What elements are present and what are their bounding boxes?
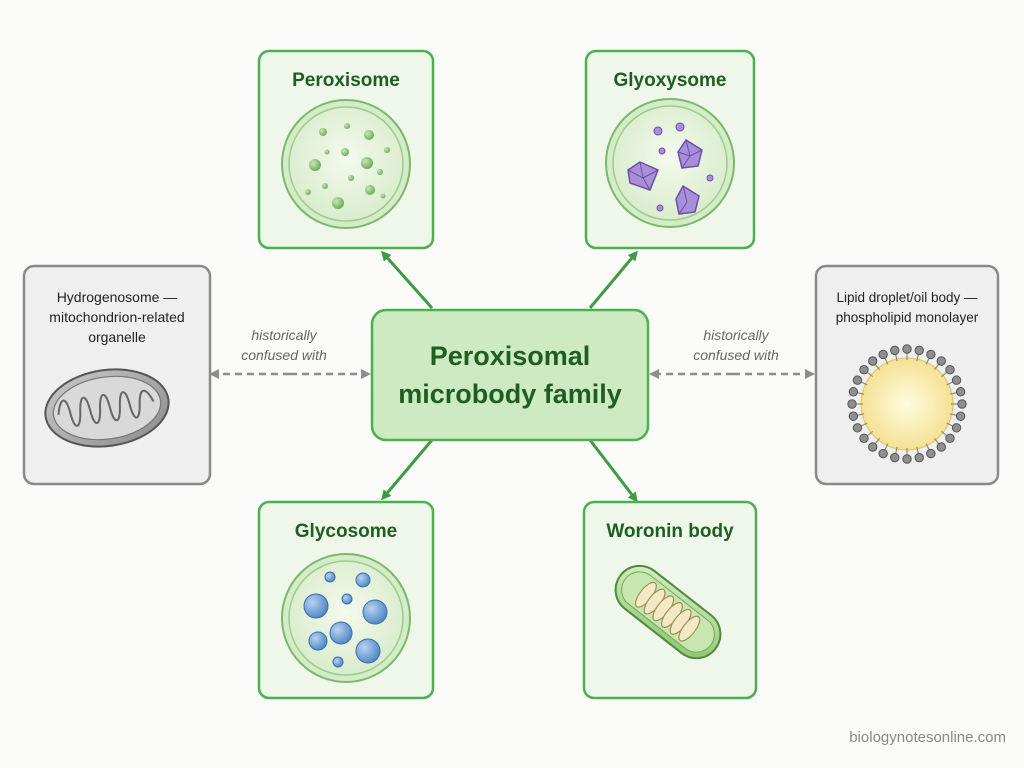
phospholipid-head [868,356,878,366]
phospholipid-tail [916,446,919,454]
arrow-to-glycosome [381,439,434,501]
watermark: biologynotesonline.com [849,729,1006,746]
node-peroxisome: Peroxisome [257,49,435,250]
phospholipid-head [868,442,878,452]
phospholipid-tail [866,371,873,378]
phospholipid-tail [949,392,957,395]
mitochondrion-illustration [44,368,170,448]
phospholipid-head [878,349,888,360]
phospholipid-head [926,448,936,459]
glycosome-illustration [281,553,411,683]
lipid-droplet-label-2: phospholipid monolayer [836,310,979,325]
glyoxysome-title: Glyoxysome [614,70,727,91]
phospholipid-head [848,387,859,397]
woronin-illustration [614,564,722,660]
node-woronin-body: Woronin body [582,500,758,700]
phospholipid-tail [925,357,930,365]
glyoxysome-illustration [605,98,735,228]
phospholipid-head [951,423,962,433]
phospholipid-tail [933,363,940,370]
center-title-line2: microbody family [398,379,622,409]
phospholipid-head [859,433,869,443]
phospholipid-head [957,399,967,409]
node-glyoxysome: Glyoxysome [584,49,756,250]
phospholipid-tail [895,354,898,362]
phospholipid-head [945,365,955,375]
phospholipid-tail [941,371,948,378]
arrow-to-glyoxysome [588,250,638,309]
phospholipid-head [902,454,912,464]
phospholipid-tail [884,357,889,365]
center-node: Peroxisomal microbody family [370,308,650,442]
phospholipid-head [914,345,924,356]
phospholipid-head [945,433,955,443]
phospholipid-head [955,387,966,397]
right-edge-label-2: confused with [693,347,779,363]
center-title-line1: Peroxisomal [430,341,591,371]
phospholipid-head [890,452,900,463]
arrow-to-woronin [588,439,638,503]
phospholipid-head [951,375,962,385]
hydrogenosome-label-1: Hydrogenosome — [57,289,178,305]
phospholipid-tail [884,443,889,451]
phospholipid-head [936,442,946,452]
peroxisome-title: Peroxisome [292,70,400,91]
lipid-droplet-illustration [847,344,967,464]
phospholipid-head [890,345,900,356]
woronin-title: Woronin body [606,521,734,542]
lipid-droplet-label-1: Lipid droplet/oil body — [836,290,978,305]
phospholipid-head [852,375,863,385]
phospholipid-tail [895,446,898,454]
phospholipid-tail [860,381,868,386]
phospholipid-head [902,344,912,354]
node-lipid-droplet: Lipid droplet/oil body — phospholipid mo… [814,264,1000,486]
glycosome-title: Glycosome [295,521,397,542]
phospholipid-tail [925,443,930,451]
left-edge-label-1: historically [251,327,317,343]
phospholipid-tail [916,354,919,362]
phospholipid-tail [857,413,865,416]
phospholipid-head [955,411,966,421]
phospholipid-tail [874,438,881,445]
peroxisome-illustration [281,99,411,229]
phospholipid-tail [946,381,954,386]
phospholipid-tail [946,422,954,427]
hydrogenosome-label-3: organelle [88,329,146,345]
phospholipid-tail [866,430,873,437]
node-glycosome: Glycosome [257,500,435,700]
phospholipid-head [848,411,859,421]
phospholipid-tail [949,413,957,416]
right-edge-label-1: historically [703,327,769,343]
phospholipid-tail [933,438,940,445]
phospholipid-tail [860,422,868,427]
hydrogenosome-label-2: mitochondrion-related [49,309,184,325]
phospholipid-head [926,349,936,360]
arrow-to-peroxisome [381,250,434,309]
phospholipid-tail [874,363,881,370]
phospholipid-head [878,448,888,459]
phospholipid-tail [857,392,865,395]
phospholipid-head [914,452,924,463]
node-hydrogenosome: Hydrogenosome — mitochondrion-related or… [22,264,212,486]
phospholipid-head [936,356,946,366]
phospholipid-tail [941,430,948,437]
phospholipid-head [852,423,863,433]
left-edge-label-2: confused with [241,347,327,363]
phospholipid-head [847,399,857,409]
phospholipid-head [859,365,869,375]
